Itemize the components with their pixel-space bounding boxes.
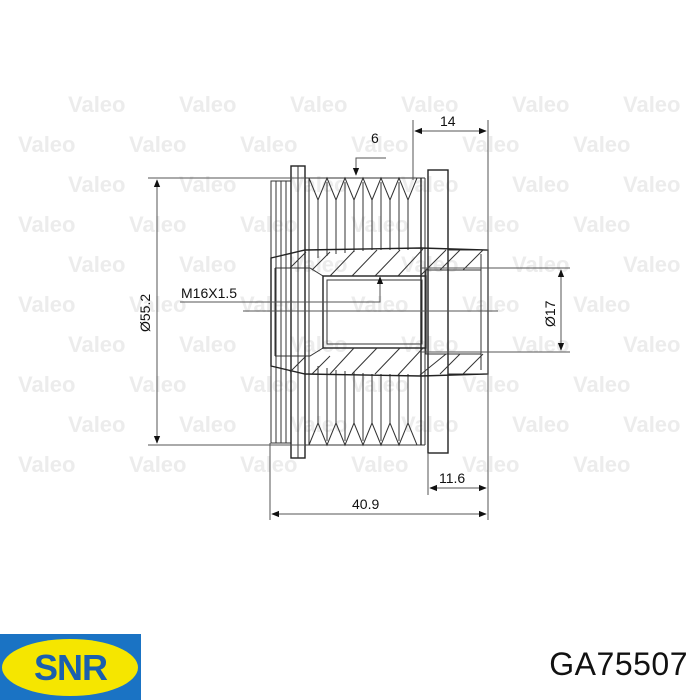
watermark-text: Valeo — [462, 132, 519, 157]
watermark-text: Valeo — [462, 372, 519, 397]
dimension-lines — [148, 120, 570, 520]
watermark-text: Valeo — [462, 452, 519, 477]
watermark-text: Valeo — [512, 92, 569, 117]
watermark-text: Valeo — [401, 252, 458, 277]
watermark-text: Valeo — [129, 372, 186, 397]
part-number: GA75507 — [549, 646, 688, 682]
watermark-text: Valeo — [623, 172, 680, 197]
watermark-text: Valeo — [462, 212, 519, 237]
watermark-text: Valeo — [290, 92, 347, 117]
watermark-text: Valeo — [351, 132, 408, 157]
watermark-text: Valeo — [623, 332, 680, 357]
logo-text: SNR — [33, 647, 108, 688]
watermark-text: Valeo — [573, 372, 630, 397]
watermark-text: Valeo — [573, 292, 630, 317]
watermark-text: Valeo — [18, 372, 75, 397]
dimension-bore-diameter: Ø17 — [542, 300, 558, 327]
watermark-text: Valeo — [179, 252, 236, 277]
watermark-text: Valeo — [179, 92, 236, 117]
watermark-text: Valeo — [18, 452, 75, 477]
watermark-text: Valeo — [351, 212, 408, 237]
watermark-text: Valeo — [179, 172, 236, 197]
watermark-text: Valeo — [18, 132, 75, 157]
watermark-text: Valeo — [462, 292, 519, 317]
watermark-text: Valeo — [129, 452, 186, 477]
watermark-text: Valeo — [68, 252, 125, 277]
watermark-text: Valeo — [351, 452, 408, 477]
watermark-text: Valeo — [68, 172, 125, 197]
watermark-text: Valeo — [573, 132, 630, 157]
watermark-text: Valeo — [240, 212, 297, 237]
dimension-thread: M16X1.5 — [181, 285, 237, 301]
watermark-text: Valeo — [240, 292, 297, 317]
dimension-width-top: 14 — [440, 113, 456, 129]
watermark-text: Valeo — [18, 292, 75, 317]
watermark-text: Valeo — [512, 172, 569, 197]
snr-logo: SNR — [0, 634, 141, 700]
watermark-text: Valeo — [573, 452, 630, 477]
logo-ellipse — [2, 639, 138, 696]
watermark-text: Valeo — [401, 92, 458, 117]
watermark-text: Valeo — [401, 412, 458, 437]
dimension-groove-count: 6 — [371, 130, 379, 146]
watermark-text: Valeo — [18, 212, 75, 237]
watermark-text: Valeo — [240, 452, 297, 477]
dimension-width-bottom: 11.6 — [439, 470, 465, 486]
watermark-text: Valeo — [68, 332, 125, 357]
dimension-overall-length: 40.9 — [352, 496, 379, 512]
watermark-text: Valeo — [623, 252, 680, 277]
watermark-text: Valeo — [512, 412, 569, 437]
watermark-text: Valeo — [179, 332, 236, 357]
watermark-text: Valeo — [623, 92, 680, 117]
watermark-text: Valeo — [68, 412, 125, 437]
watermark-text: Valeo — [623, 412, 680, 437]
watermark-text: Valeo — [68, 92, 125, 117]
watermark-text: Valeo — [573, 212, 630, 237]
watermark-text: Valeo — [240, 132, 297, 157]
watermark-text: Valeo — [240, 372, 297, 397]
watermark-text: Valeo — [179, 412, 236, 437]
watermark-text: Valeo — [401, 172, 458, 197]
watermark-text: Valeo — [290, 172, 347, 197]
watermark-text: Valeo — [129, 132, 186, 157]
dimension-outer-diameter: Ø55.2 — [137, 294, 153, 332]
watermark-text: Valeo — [129, 212, 186, 237]
